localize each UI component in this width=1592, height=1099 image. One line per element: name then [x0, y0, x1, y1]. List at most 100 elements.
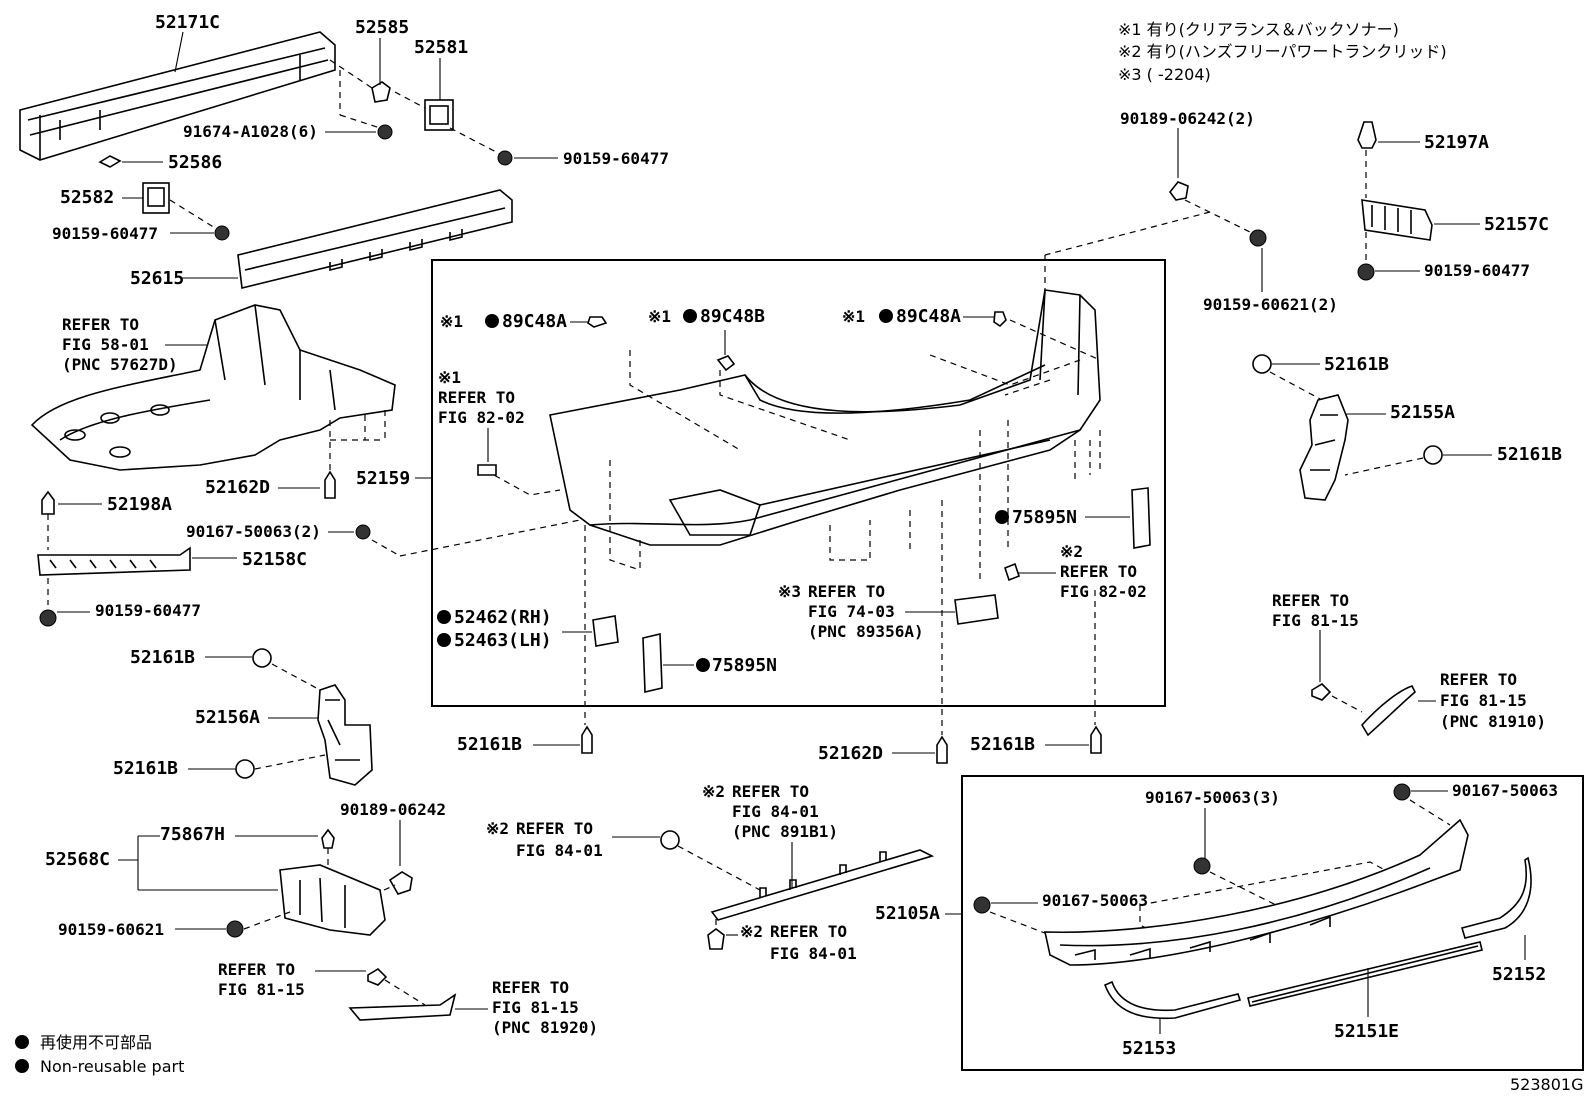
sensor-89C48A-a [587, 316, 608, 328]
mark-2-c: ※2 [486, 819, 509, 838]
clip-52161B-c [581, 725, 593, 754]
label-52161B-e: 52161B [1324, 354, 1389, 375]
label-90189-b: 90189-06242(2) [1120, 109, 1255, 128]
label-89C48B: 89C48B [700, 306, 765, 327]
bolt-90159-60477-c [39, 609, 57, 627]
bracket-52581 [424, 99, 454, 131]
label-52161B-a: 52161B [130, 647, 195, 668]
ref-fig58-line2: FIG 58-01 [62, 335, 149, 354]
label-52586: 52586 [168, 152, 222, 173]
label-90167-b: 90167-50063(3) [1145, 788, 1280, 807]
bolt-90159-60477-a [497, 150, 513, 166]
ref-fig58-line3: (PNC 57627D) [62, 355, 178, 374]
bolt-90159-60477-d [1357, 263, 1375, 281]
label-52615: 52615 [130, 268, 184, 289]
mark-2-d: ※2 [740, 922, 763, 941]
clip-52585 [371, 81, 391, 103]
note-3: ※3 ( -2204) [1118, 65, 1211, 84]
clip-ref8401-b [707, 928, 725, 950]
label-52161B-c: 52161B [457, 734, 522, 755]
ref-81920-line3: (PNC 81920) [492, 1018, 598, 1037]
ref-81910-line3: (PNC 81910) [1440, 712, 1546, 731]
cover-52462-52463 [592, 615, 619, 647]
label-52585: 52585 [355, 17, 409, 38]
bumper-cover-group-box [431, 259, 1166, 707]
mark-1-c: ※1 [842, 307, 865, 326]
molding-52151E [1247, 941, 1483, 1007]
label-52161B-f: 52161B [1497, 444, 1562, 465]
mark-3: ※3 [778, 582, 801, 601]
label-52171C: 52171C [155, 12, 220, 33]
retainer-52157C [1361, 199, 1433, 241]
ref-81910-line2: FIG 81-15 [1440, 691, 1527, 710]
label-90167-a: 90167-50063(2) [186, 522, 321, 541]
ref-81920-line2: FIG 81-15 [492, 998, 579, 1017]
legend-en: Non-reusable part [40, 1057, 184, 1076]
label-75895N-b: 75895N [712, 655, 777, 676]
sensor-89C48A-b [993, 311, 1007, 328]
label-52568C: 52568C [45, 849, 110, 870]
dot-52462 [437, 610, 451, 624]
ref-fig8202-a-line1: REFER TO [438, 388, 515, 407]
label-52162D-b: 52162D [818, 743, 883, 764]
clip-52586 [98, 155, 122, 168]
label-90159-60477-a: 90159-60477 [563, 149, 669, 168]
tape-75895N-b [642, 632, 663, 694]
reflector-81920-referred [348, 993, 457, 1021]
bolt-90159-60621-b [1249, 229, 1267, 247]
clip-ref8115-b [1311, 682, 1332, 701]
ref-fig8115-b-line1: REFER TO [1272, 591, 1349, 610]
dot-52463 [437, 633, 451, 647]
label-89C48A-b: 89C48A [896, 306, 961, 327]
ref-fig7403-line3: (PNC 89356A) [808, 622, 924, 641]
ref-fig8202-a-line2: FIG 82-02 [438, 408, 525, 427]
bracket-52582 [142, 182, 170, 214]
absorber-52615 [237, 189, 513, 289]
ref-fig58-line1: REFER TO [62, 315, 139, 334]
wire-harness-891B1 [710, 849, 935, 921]
mark-1-b: ※1 [648, 307, 671, 326]
clip-52198A [41, 490, 55, 515]
ref-fig8115-a-line1: REFER TO [218, 960, 295, 979]
engine-undercover-referred [30, 304, 396, 471]
label-90159-60621-b: 90159-60621(2) [1203, 295, 1338, 314]
dot-75895N-b [696, 658, 710, 672]
sensor-89C48B [716, 355, 736, 372]
label-52197A: 52197A [1424, 132, 1489, 153]
figure-id: 523801G [1510, 1075, 1583, 1094]
label-52159: 52159 [356, 468, 410, 489]
bolt-90159-60621-a [226, 920, 244, 938]
bolt-90159-60477-b [214, 225, 230, 241]
clip-52161B-b [235, 759, 255, 779]
label-52462: 52462(RH) [454, 607, 552, 628]
ref-fig8202-b-line2: FIG 82-02 [1060, 582, 1147, 601]
screw-90167-50063-b [1193, 857, 1211, 875]
label-52157C: 52157C [1484, 214, 1549, 235]
ref-fig8401-a-line1: REFER TO [516, 819, 593, 838]
ref-fig8401-b-line1: REFER TO [770, 922, 847, 941]
bracket-ref8202-a [477, 464, 497, 476]
clip-52162D-b [936, 735, 948, 764]
molding-52152 [1460, 856, 1532, 939]
molding-52153 [1103, 980, 1242, 1020]
note-1: ※1 有り(クリアランス＆バックソナー) [1118, 20, 1399, 39]
clip-52161B-a [252, 648, 272, 668]
mark-1-d: ※1 [438, 368, 461, 387]
label-52158C: 52158C [242, 549, 307, 570]
ref-891B1-line3: (PNC 891B1) [732, 822, 838, 841]
clip-52162D-a [324, 470, 336, 499]
label-52151E: 52151E [1334, 1021, 1399, 1042]
label-52162D-a: 52162D [205, 477, 270, 498]
note-2: ※2 有り(ハンズフリーパワートランクリッド) [1118, 42, 1447, 61]
label-52198A: 52198A [107, 494, 172, 515]
ref-fig8202-b-line1: REFER TO [1060, 562, 1137, 581]
mark-2-a: ※2 [1060, 542, 1083, 561]
label-91674: 91674-A1028(6) [183, 122, 318, 141]
ref-891B1-line2: FIG 84-01 [732, 802, 819, 821]
clip-75867H [321, 828, 335, 849]
dot-89C48B [683, 309, 697, 323]
screw-90167-50063-a [355, 524, 371, 540]
plate-ref7403 [954, 594, 999, 625]
